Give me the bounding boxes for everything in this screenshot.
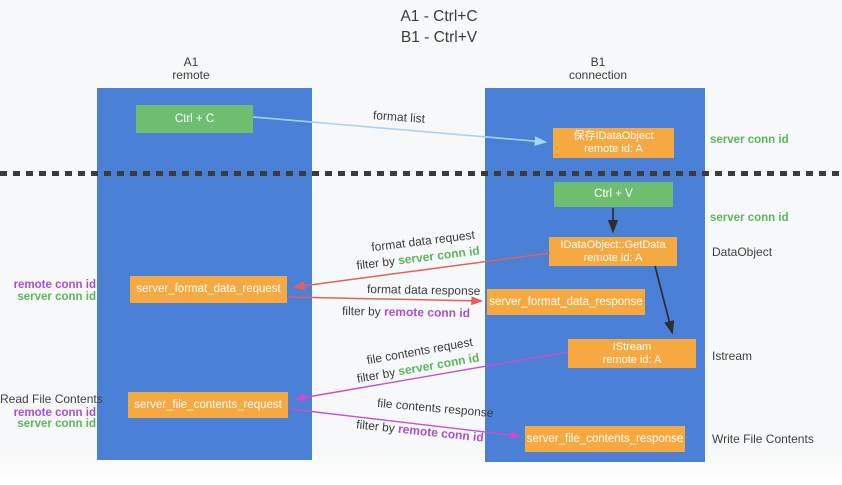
- title-line-1: A1 - Ctrl+C: [400, 8, 478, 25]
- node-ctrl-v: Ctrl + V: [554, 182, 673, 207]
- label-server-conn-id-bottom-left: server conn id: [17, 418, 96, 430]
- label-write-file-contents: Write File Contents: [712, 432, 814, 446]
- label-server-conn-id-mid-right: server conn id: [710, 212, 789, 224]
- dotted-separator-line: [0, 171, 842, 176]
- lifeline-header-a1: A1 remote: [91, 56, 291, 82]
- lifeline-b1-name: B1: [590, 55, 606, 69]
- filter-by-text-3: filter by: [355, 364, 400, 386]
- label-remote-conn-id-bottom-left: remote conn id: [13, 407, 96, 419]
- node-save-idataobject: 保存IDataObject remote id: A: [553, 128, 674, 158]
- node-save-idataobject-line1: 保存IDataObject: [573, 130, 654, 142]
- filter-by-text-1: filter by: [355, 253, 400, 273]
- node-file-request-label: server_file_contents_request: [134, 398, 282, 411]
- label-server-conn-id-top-right: server conn id: [710, 134, 789, 146]
- node-file-response-label: server_file_contents_response: [526, 432, 684, 445]
- node-istream: IStream remote id: A: [568, 339, 696, 368]
- node-ctrl-v-label: Ctrl + V: [594, 188, 633, 200]
- node-getdata-line2: remote id: A: [583, 251, 643, 264]
- diagram-title: A1 - Ctrl+C B1 - Ctrl+V: [289, 6, 589, 48]
- label-format-data-response-filter: filter by remote conn id: [342, 304, 470, 320]
- node-ctrl-c: Ctrl + C: [136, 105, 253, 133]
- node-server-file-contents-response: server_file_contents_response: [525, 426, 685, 452]
- node-ctrl-c-label: Ctrl + C: [174, 112, 215, 125]
- label-file-contents-response-filter: filter by remote conn id: [356, 417, 485, 444]
- filter-remote-conn-id-2: remote conn id: [383, 304, 471, 321]
- filter-by-text-4: filter by: [355, 417, 399, 436]
- node-istream-line2: remote id: A: [602, 353, 662, 366]
- label-format-data-response: format data response: [366, 282, 481, 298]
- label-remote-conn-id-top-left: remote conn id: [13, 279, 96, 291]
- format-data-response-arrow: [287, 296, 484, 306]
- lifeline-a1-subtitle: remote: [172, 68, 210, 82]
- lifeline-header-b1: B1 connection: [498, 56, 698, 82]
- node-format-response-label: server_format_data_response: [489, 295, 643, 308]
- node-server-format-data-request: server_format_data_request: [130, 276, 287, 303]
- lifeline-a1-name: A1: [183, 55, 199, 69]
- label-istream: Istream: [712, 349, 753, 363]
- filter-remote-conn-id-4: remote conn id: [397, 421, 485, 445]
- node-server-file-contents-request: server_file_contents_request: [128, 392, 288, 418]
- node-getdata-line1: IDataObject::GetData: [560, 238, 666, 251]
- filter-by-text-2: filter by: [341, 303, 385, 319]
- node-idataobject-getdata: IDataObject::GetData remote id: A: [549, 237, 677, 266]
- node-istream-line1: IStream: [612, 340, 652, 353]
- label-file-contents-response: file contents response: [376, 395, 495, 421]
- node-server-format-data-response: server_format_data_response: [487, 289, 645, 315]
- label-dataobject: DataObject: [712, 245, 773, 259]
- lifeline-b1-subtitle: connection: [568, 68, 628, 82]
- title-line-2: B1 - Ctrl+V: [400, 29, 478, 46]
- label-server-conn-id-top-left: server conn id: [17, 291, 96, 303]
- node-format-request-label: server_format_data_request: [136, 283, 281, 295]
- label-format-list: format list: [372, 108, 426, 126]
- node-save-idataobject-line2: remote id: A: [584, 143, 643, 155]
- label-read-file-contents: Read File Contents: [0, 392, 103, 406]
